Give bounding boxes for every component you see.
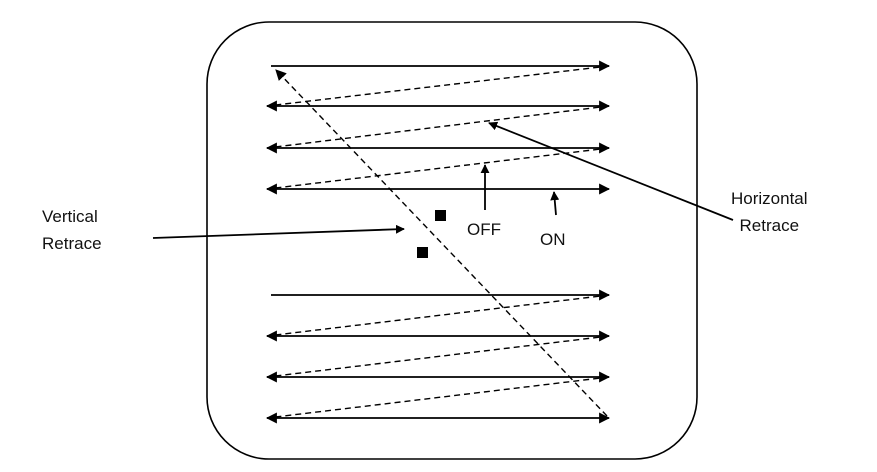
on-label: ON bbox=[540, 230, 566, 249]
retrace-4 bbox=[266, 294, 610, 337]
off-label: OFF bbox=[467, 220, 501, 239]
scan-lines-lower bbox=[265, 289, 611, 424]
continuation-dot-upper bbox=[435, 210, 446, 221]
vertical-retrace-label-line2: Retrace bbox=[42, 234, 102, 253]
screen-outline bbox=[206, 21, 698, 460]
vertical-retrace-label: Vertical Retrace bbox=[42, 203, 102, 257]
retrace-6 bbox=[266, 376, 610, 419]
retrace-5 bbox=[266, 335, 610, 378]
horizontal-retrace-label-line1: Horizontal bbox=[731, 189, 808, 208]
horizontal-retrace-pointer bbox=[488, 121, 734, 221]
horizontal-retrace-label-line2: Retrace bbox=[739, 216, 800, 235]
retrace-2 bbox=[266, 105, 610, 149]
vertical-retrace-pointer bbox=[152, 224, 405, 239]
retrace-3 bbox=[266, 147, 610, 190]
horizontal-retrace-label: Horizontal Retrace bbox=[731, 185, 808, 239]
horizontal-retrace-lines bbox=[266, 65, 610, 419]
retrace-1 bbox=[266, 65, 610, 107]
vertical-retrace-label-line1: Vertical bbox=[42, 207, 98, 226]
on-pointer bbox=[550, 191, 560, 216]
continuation-dot-lower bbox=[417, 247, 428, 258]
